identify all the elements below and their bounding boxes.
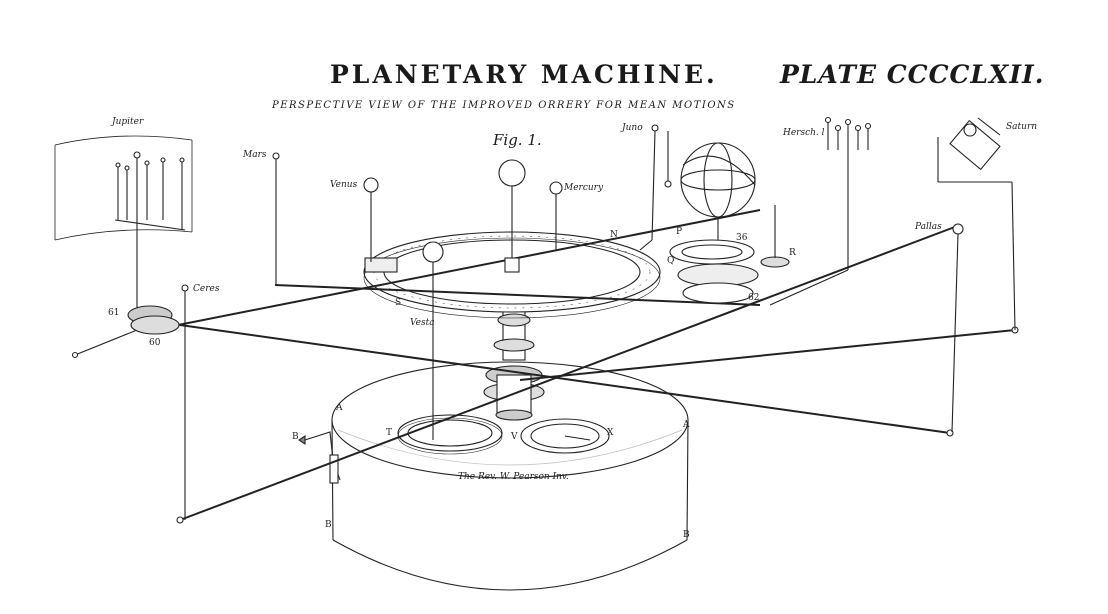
label-mars: Mars xyxy=(243,150,267,160)
letter-s: S xyxy=(395,298,402,308)
label-60: 60 xyxy=(149,338,161,348)
label-jupiter: Jupiter xyxy=(112,117,144,127)
letter-t: T xyxy=(386,428,393,438)
letter-b-handle: B xyxy=(292,432,299,442)
saturn-arm xyxy=(937,117,1016,331)
armillary-globe xyxy=(669,142,790,304)
figure-label: Fig. 1. xyxy=(493,131,542,149)
label-vesta: Vesta xyxy=(410,318,435,328)
arms xyxy=(177,209,1016,521)
jupiter-arm xyxy=(54,135,193,520)
label-36: 36 xyxy=(736,233,748,243)
letter-x: X xyxy=(607,428,614,438)
letter-r: R xyxy=(789,248,796,258)
arm-ends xyxy=(176,326,1019,524)
plate-number: PLATE CCCCLXII. xyxy=(780,60,1045,89)
central-column xyxy=(483,299,545,421)
letter-n: N xyxy=(610,230,618,240)
crank-handle xyxy=(298,431,341,484)
letter-q: Q xyxy=(667,256,675,266)
letter-v: V xyxy=(511,432,518,442)
plate-title: PLANETARY MACHINE. xyxy=(330,60,718,89)
letter-p: P xyxy=(676,227,683,237)
sun-and-inner xyxy=(363,159,563,440)
right-dial xyxy=(520,418,610,454)
label-pallas: Pallas xyxy=(915,222,942,232)
juno-arm xyxy=(639,124,672,251)
label-61: 61 xyxy=(108,308,120,318)
label-herschel: Hersch. l xyxy=(783,128,825,138)
letter-b-base-left: B xyxy=(325,520,332,530)
label-ceres: Ceres xyxy=(193,284,220,294)
letter-a-left: A xyxy=(336,403,343,413)
label-mercury: Mercury xyxy=(564,183,604,193)
label-venus: Venus xyxy=(330,180,358,190)
label-saturn: Saturn xyxy=(1006,122,1038,132)
label-juno: Juno xyxy=(622,123,643,133)
pallas-arm xyxy=(951,223,964,433)
inventor-credit: The Rev. W. Pearson Inv. xyxy=(458,472,569,482)
letter-b-base-right: B xyxy=(683,530,690,540)
label-62: 62 xyxy=(748,293,760,303)
herschel-arm xyxy=(769,116,872,306)
mars-arm xyxy=(272,152,280,285)
plate-subtitle: PERSPECTIVE VIEW OF THE IMPROVED ORRERY … xyxy=(272,100,736,111)
letter-a-right: A xyxy=(683,420,690,430)
